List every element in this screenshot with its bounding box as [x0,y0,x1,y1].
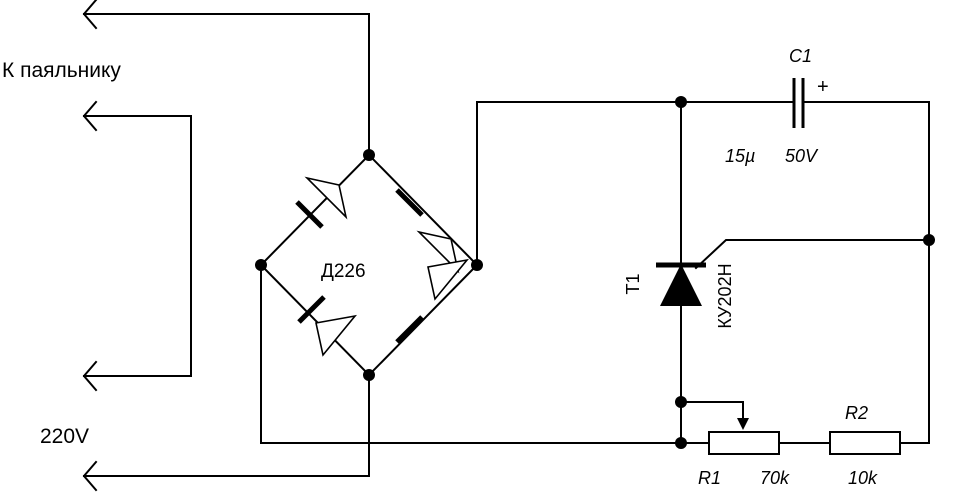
junction-dot [255,259,267,271]
junction-dot [675,96,687,108]
diode-d2 [395,188,460,274]
junction-dot [675,396,687,408]
thyristor-ref-label: T1 [623,273,643,294]
r1-value-label: 70k [760,468,790,488]
wiper-arrow [737,418,749,430]
output-wire-top [83,13,370,156]
wiper-wire [680,401,744,426]
junction-dot [923,234,935,246]
thyristor-part-label: КУ202Н [715,263,735,328]
capacitor-ref-label: C1 [789,46,812,66]
diode-bridge [259,153,479,377]
junction-dot [471,259,483,271]
junction-dot [363,369,375,381]
r1-ref-label: R1 [698,468,721,488]
output-wire-bottom [83,115,192,377]
junction-dot [675,437,687,449]
mains-arrow [82,360,98,392]
thyristor-gate [694,239,930,270]
resistor-r1 [708,431,780,455]
wire-bridge-left-to-cathode [260,264,682,444]
diode-d3 [297,295,357,357]
mains-wire-lower [83,374,370,477]
thyristor-t1 [656,239,930,306]
thyristor-body [660,264,702,306]
capacitor-voltage-label: 50V [785,146,819,166]
output-terminals [82,0,370,377]
capacitor-plus-label: + [817,76,829,98]
cap-wire-right [802,101,930,444]
wire-bridge-right-to-anode [476,101,682,266]
mains-voltage-label: 220V [40,425,89,448]
soldering-iron-label: К паяльнику [2,59,121,82]
junction-dot [363,149,375,161]
r2-ref-label: R2 [845,403,868,423]
mains-terminal [82,360,370,492]
r2-value-label: 10k [848,468,878,488]
bridge-diodes-label: Д226 [321,261,366,282]
diode-d4 [395,258,469,344]
capacitor-c1 [680,78,930,444]
resistor-r2 [829,431,901,455]
capacitor-capacitance-label: 15µ [725,146,755,166]
diode-d1 [295,176,348,229]
junctions [255,96,935,449]
